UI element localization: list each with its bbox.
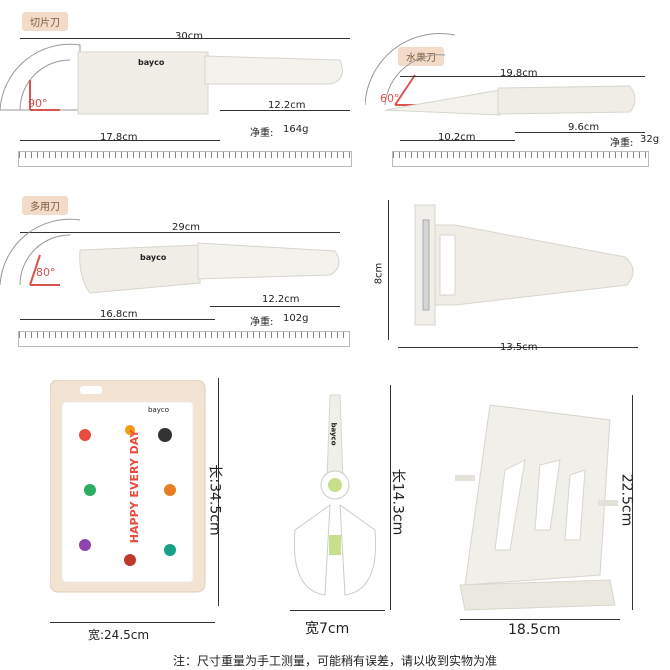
- board-length: 长:34.5cm: [206, 464, 223, 536]
- board-length-line: [218, 378, 219, 606]
- knife1-illustration: [0, 43, 343, 115]
- knife2-blade: 9.6cm: [568, 122, 600, 133]
- knife3-length-line: [20, 232, 340, 233]
- knife2-ruler: [392, 151, 649, 167]
- knife2-weight: 32g: [640, 134, 660, 145]
- knife2-tag: 水果刀: [398, 47, 444, 66]
- knife2-length-line: [400, 76, 645, 77]
- knife3-ruler: [18, 331, 350, 347]
- knife1-length-line: [20, 38, 350, 39]
- knife3-tag: 多用刀: [22, 196, 68, 215]
- knife3-handle: 16.8cm: [100, 309, 138, 320]
- block-height: 22.5cm: [618, 473, 635, 527]
- peeler-illustration: [414, 204, 634, 326]
- cutting-board-illustration: [50, 380, 206, 593]
- board-width-line: [50, 622, 215, 623]
- protractor-icon: [365, 32, 456, 106]
- peeler-height-line: [388, 200, 389, 340]
- peeler-width-line: [398, 347, 638, 348]
- knife3-length: 29cm: [172, 222, 200, 233]
- board-brand: bayco: [148, 406, 170, 414]
- protractor-icon: [0, 218, 81, 286]
- scissors-length-line: [390, 385, 391, 610]
- board-text: HAPPY EVERY DAY: [128, 429, 142, 544]
- scissors-length: 长14.3cm: [389, 468, 406, 536]
- knife2-angle: 60°: [380, 92, 400, 105]
- peeler-height: 8cm: [373, 262, 385, 285]
- knife1-ruler: [18, 151, 352, 167]
- block-width: 18.5cm: [508, 622, 561, 638]
- board-width: 宽:24.5cm: [88, 628, 150, 642]
- knife3-brand: bayco: [140, 253, 167, 262]
- knife2-weight-label: 净重:: [610, 138, 634, 149]
- knife1-handle: 17.8cm: [100, 132, 138, 143]
- knife-block-illustration: [455, 404, 618, 611]
- knife1-tag: 切片刀: [22, 12, 68, 31]
- knife3-illustration: [0, 218, 340, 294]
- knife2-handle: 10.2cm: [438, 132, 476, 143]
- peeler-width: 13.5cm: [500, 342, 538, 353]
- knife1-weight: 164g: [283, 124, 309, 135]
- knife3-blade-line: [210, 306, 340, 307]
- knife3-handle-line: [20, 319, 215, 320]
- knife1-handle-line: [20, 140, 220, 141]
- knife2-length: 19.8cm: [500, 68, 538, 79]
- block-height-line: [632, 395, 633, 610]
- scissors-illustration: [293, 394, 377, 596]
- knife1-blade: 12.2cm: [268, 100, 306, 111]
- knife1-brand: bayco: [138, 58, 165, 67]
- protractor-icon: [0, 43, 81, 111]
- knife1-angle: 90°: [28, 97, 48, 110]
- block-width-line: [460, 619, 620, 620]
- knife1-blade-line: [220, 110, 350, 111]
- knife2-illustration: [365, 32, 636, 116]
- footer-note: 注：尺寸重量为手工测量，可能稍有误差，请以收到实物为准: [172, 654, 497, 668]
- knife3-blade: 12.2cm: [262, 294, 300, 305]
- knife3-weight: 102g: [283, 313, 309, 324]
- knife3-angle: 80°: [36, 266, 56, 279]
- knife1-weight-label: 净重:: [250, 128, 274, 139]
- scissors-brand: bayco: [329, 422, 338, 446]
- knife2-blade-line: [515, 132, 645, 133]
- knife3-weight-label: 净重:: [250, 317, 274, 328]
- knife2-handle-line: [400, 140, 515, 141]
- scissors-width-line: [290, 610, 385, 611]
- scissors-width: 宽7cm: [305, 621, 350, 637]
- knife1-length: 30cm: [175, 31, 203, 42]
